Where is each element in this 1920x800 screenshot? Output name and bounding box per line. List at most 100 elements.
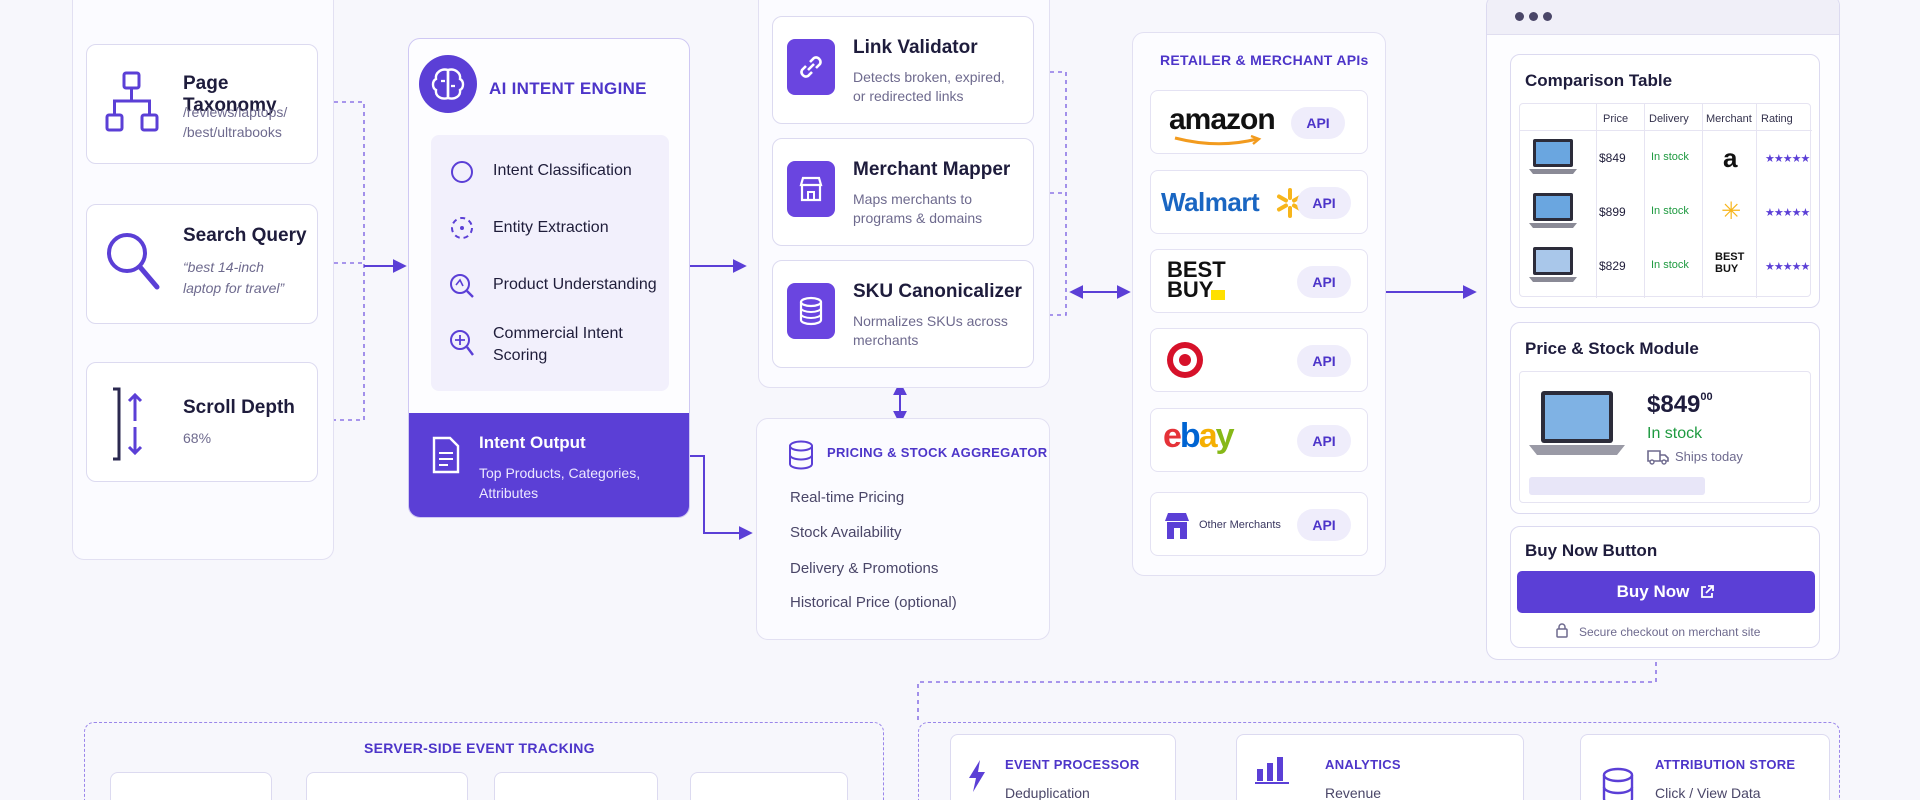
header-delivery: Delivery (1649, 113, 1689, 125)
price-module-title: Price & Stock Module (1525, 339, 1699, 358)
buy-now-label: Buy Now (1616, 582, 1690, 601)
analytics-title: ANALYTICS (1325, 757, 1401, 772)
search-query-card[interactable]: Search Query “best 14-inch laptop for tr… (86, 204, 318, 324)
header-merchant: Merchant (1706, 113, 1752, 125)
link-validator-card[interactable]: Link Validator Detects broken, expired, … (772, 16, 1034, 124)
price-dollars: $849 (1647, 391, 1701, 418)
ebay-card[interactable]: ebay API (1150, 408, 1368, 472)
attribution-store-card[interactable]: ATTRIBUTION STORE Click / View Data (1580, 734, 1830, 800)
intent-output-title: Intent Output (479, 433, 586, 452)
engine-capabilities: Intent Classification Entity Extraction … (431, 135, 669, 391)
bestbuy-api-pill: API (1297, 266, 1351, 298)
comparison-grid (1519, 103, 1812, 298)
aggregator-database-icon (789, 440, 813, 470)
search-query-title: Search Query (183, 225, 307, 246)
tracking-card-1[interactable] (110, 772, 272, 800)
lock-icon (1556, 623, 1568, 638)
ebay-api-pill: API (1297, 425, 1351, 457)
ebay-logo: ebay (1163, 417, 1235, 455)
tracking-card-2[interactable] (306, 772, 468, 800)
scroll-depth-card[interactable]: Scroll Depth 68% (86, 362, 318, 482)
other-merchants-card[interactable]: Other Merchants API (1150, 492, 1368, 556)
row-2-delivery: In stock (1651, 205, 1689, 217)
scroll-depth-icon (113, 387, 143, 461)
intent-output-line-1: Top Products, Categories, (479, 465, 641, 481)
price-cents: 00 (1700, 391, 1713, 403)
delivery-promotions: Delivery & Promotions (790, 560, 939, 577)
amazon-card[interactable]: amazon API (1150, 90, 1368, 154)
entity-extraction-label: Entity Extraction (493, 219, 609, 236)
bestbuy-logo-best: BEST (1167, 257, 1226, 282)
bestbuy-tag-icon (1211, 290, 1225, 300)
row-3-rating: ★★★★★ (1765, 261, 1810, 273)
scroll-depth-value: 68% (183, 430, 212, 446)
real-time-pricing: Real-time Pricing (790, 489, 905, 506)
product-understanding-icon (450, 274, 474, 298)
price-stock-status: In stock (1647, 425, 1703, 442)
attribution-store-sub: Click / View Data (1655, 785, 1761, 800)
bestbuy-card[interactable]: BEST BUY API (1150, 249, 1368, 313)
buy-now-module[interactable]: Buy Now Button Buy Now Secure checkout o… (1510, 526, 1820, 648)
pricing-stock-aggregator[interactable]: PRICING & STOCK AGGREGATOR (756, 418, 1050, 640)
intent-classification-icon (451, 161, 473, 183)
comparison-table[interactable]: Comparison Table Price Delivery Merchant… (1510, 54, 1820, 308)
historical-price: Historical Price (optional) (790, 594, 957, 611)
buy-now-button[interactable]: Buy Now (1517, 571, 1815, 613)
product-understanding-label: Product Understanding (493, 276, 657, 293)
row-1-rating: ★★★★★ (1765, 153, 1810, 165)
page-taxonomy-card[interactable]: Page Taxonomy /reviews/laptops/ /best/ul… (86, 44, 318, 164)
search-query-text-1: “best 14-inch (183, 259, 264, 275)
aggregator-title: PRICING & STOCK AGGREGATOR (827, 445, 1048, 460)
ai-intent-engine[interactable]: AI INTENT ENGINE Intent Classification E… (408, 38, 690, 518)
intent-output-line-2: Attributes (479, 485, 539, 501)
link-validator-title: Link Validator (853, 37, 978, 58)
event-processor-card[interactable]: EVENT PROCESSOR Deduplication (950, 734, 1176, 800)
target-card[interactable]: API (1150, 328, 1368, 392)
commercial-intent-icon (450, 330, 474, 356)
retailer-apis-title: RETAILER & MERCHANT APIs (1160, 52, 1369, 68)
tracking-card-4[interactable] (690, 772, 848, 800)
stock-availability: Stock Availability (790, 524, 902, 541)
other-merchants-label: Other Merchants (1199, 519, 1281, 531)
engine-title: AI INTENT ENGINE (489, 79, 647, 98)
target-logo-icon (1167, 342, 1203, 378)
commercial-intent-label: Commercial Intent (493, 325, 623, 342)
event-tracking-title: SERVER-SIDE EVENT TRACKING (364, 740, 595, 756)
ships-today: Ships today (1675, 449, 1743, 464)
amazon-logo: amazon (1169, 103, 1276, 136)
page-taxonomy-path-1: /reviews/laptops/ (183, 104, 288, 120)
event-tracking-panel (84, 722, 884, 800)
bestbuy-logo-buy: BUY (1167, 277, 1214, 302)
sku-canonicalizer-card[interactable]: SKU Canonicalizer Normalizes SKUs across… (772, 260, 1034, 368)
laptop-image-icon (1529, 391, 1625, 455)
walmart-card[interactable]: Walmart API (1150, 170, 1368, 234)
intent-output[interactable]: Intent Output Top Products, Categories, … (409, 413, 689, 517)
page-taxonomy-path-2: /best/ultrabooks (183, 124, 282, 140)
analytics-card[interactable]: ANALYTICS Revenue (1236, 734, 1524, 800)
event-processor-sub: Deduplication (1005, 785, 1090, 800)
taxonomy-tree-icon (105, 71, 159, 132)
store-icon (1165, 513, 1189, 539)
window-dot-icon (1543, 12, 1552, 21)
row-2-merchant: ✳ (1721, 198, 1742, 225)
tracking-card-3[interactable] (494, 772, 658, 800)
price-value: $84900 (1647, 391, 1713, 419)
intent-classification-label: Intent Classification (493, 162, 632, 179)
link-icon (787, 39, 835, 95)
price-stock-module[interactable]: Price & Stock Module $84900 In stock Shi… (1510, 322, 1820, 514)
walmart-api-pill: API (1297, 187, 1351, 219)
merchant-mapper-title: Merchant Mapper (853, 159, 1011, 180)
row-3-price: $829 (1599, 259, 1626, 273)
laptop-icon (1529, 247, 1577, 282)
price-module-box (1519, 371, 1811, 503)
row-2-rating: ★★★★★ (1765, 207, 1810, 219)
merchant-mapper-desc-2: programs & domains (853, 210, 983, 226)
merchant-mapper-card[interactable]: Merchant Mapper Maps merchants to progra… (772, 138, 1034, 246)
browser-titlebar (1487, 0, 1839, 35)
merchant-mapper-desc-1: Maps merchants to (853, 191, 973, 207)
lightning-icon (969, 760, 985, 792)
analytics-sub: Revenue (1325, 785, 1382, 800)
bar-chart-icon (1255, 757, 1289, 784)
page-taxonomy-title: Page Taxonomy (183, 73, 277, 116)
brain-icon (419, 55, 477, 113)
